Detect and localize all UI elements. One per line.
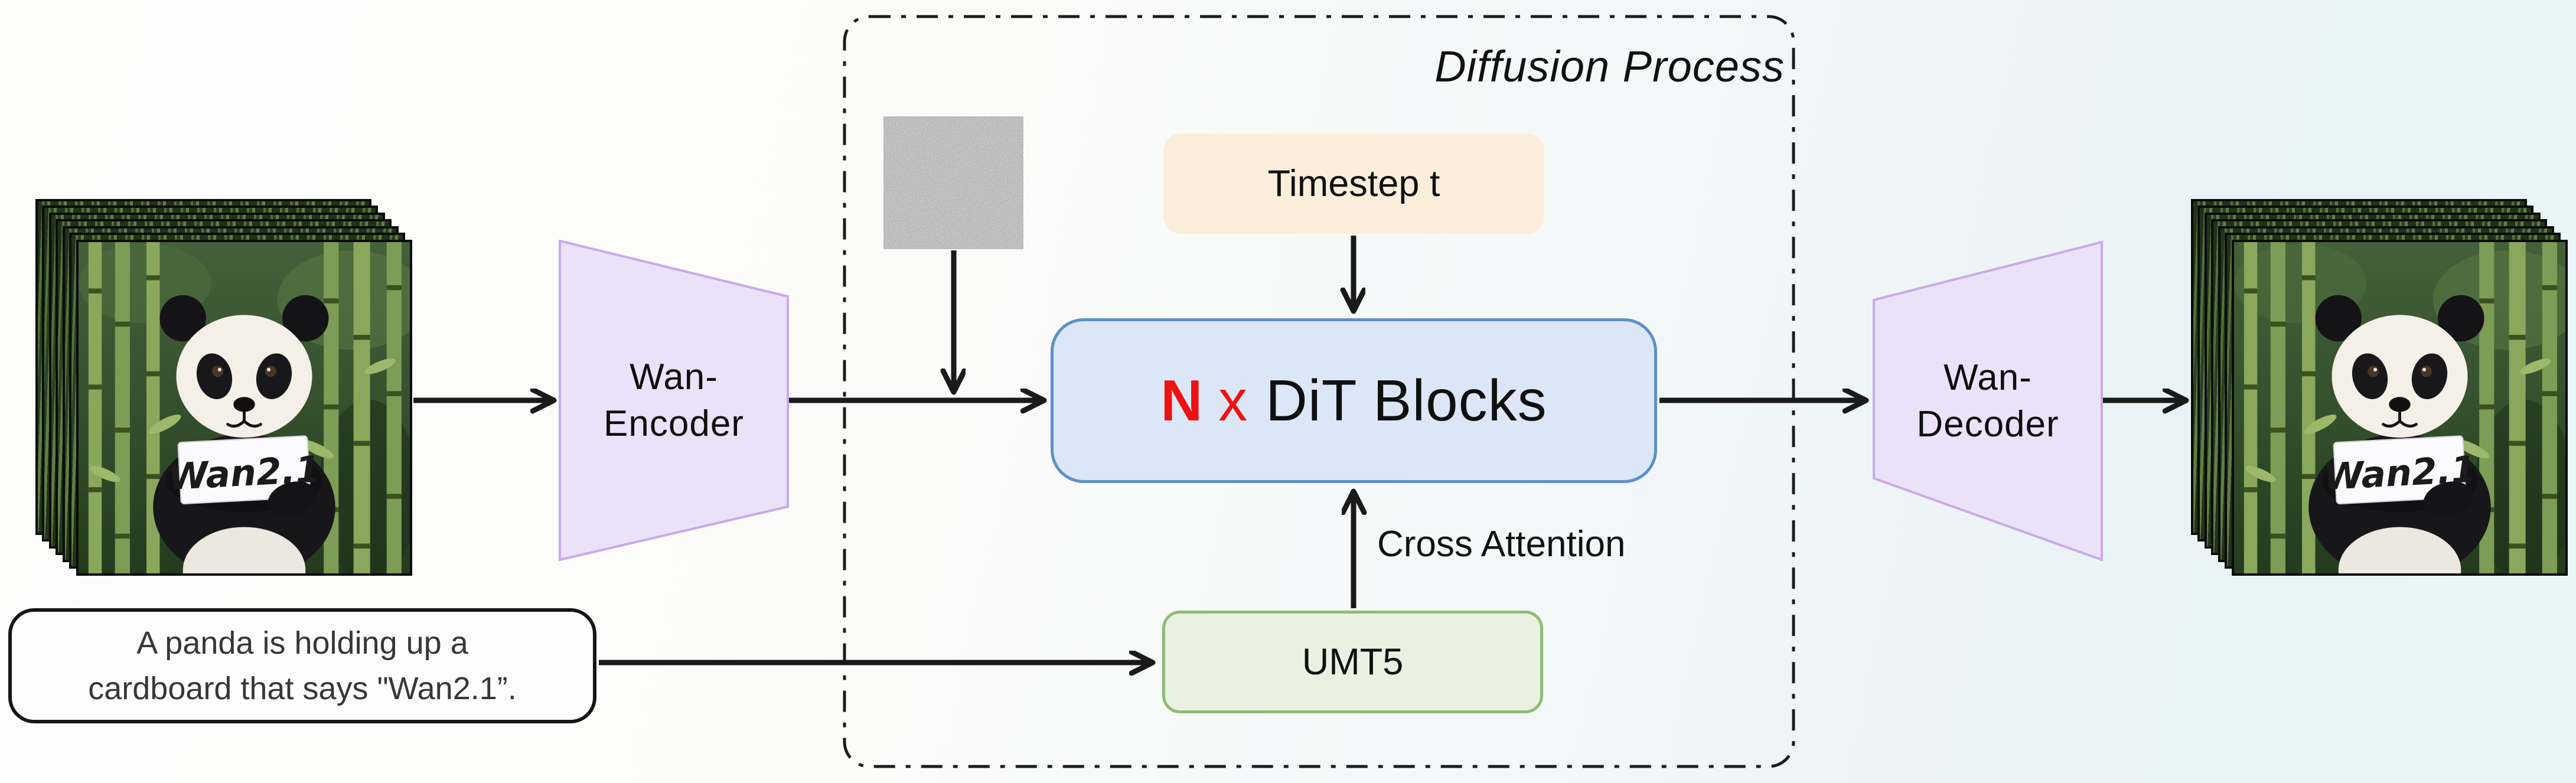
umt5-box: UMT5 (1162, 611, 1543, 713)
wan-decoder-block: Wan- Decoder (1873, 241, 2103, 561)
decoder-label-line2: Decoder (1916, 404, 2059, 445)
timestep-label: Timestep t (1267, 163, 1440, 204)
diffusion-process-label: Diffusion Process (1434, 42, 1785, 91)
panda-figure: Wan2.1 (2308, 295, 2491, 573)
panda-photo: Wan2.1 (76, 240, 412, 576)
timestep-box: Timestep t (1163, 133, 1544, 234)
output-video-frame-stack: Wan2.1 (2191, 199, 2569, 577)
prompt-line1: A panda is holding up a (136, 625, 468, 661)
diffusion-process-dashed-border (843, 15, 1795, 768)
bamboo-stalks (88, 242, 402, 573)
dit-times-symbol: x (1218, 368, 1248, 433)
decoder-trapezoid-shape (1873, 241, 2103, 561)
panda-illustration: Wan2.1 (2234, 242, 2565, 573)
decoder-label-line1: Wan- (1944, 357, 2032, 398)
decoder-label: Wan- Decoder (1873, 241, 2103, 561)
cross-attention-label: Cross Attention (1377, 524, 1626, 565)
umt5-label: UMT5 (1302, 641, 1404, 683)
encoder-trapezoid-shape (559, 240, 789, 561)
wan-encoder-block: Wan- Encoder (559, 240, 789, 561)
prompt-box: A panda is holding up a cardboard that s… (8, 608, 596, 723)
prompt-line2: cardboard that says "Wan2.1”. (88, 670, 517, 706)
noise-latent-image (883, 116, 1023, 249)
encoder-label-line1: Wan- (630, 356, 718, 397)
encoder-label: Wan- Encoder (559, 240, 789, 561)
panda-figure: Wan2.1 (153, 295, 335, 573)
panda-photo: Wan2.1 (2232, 240, 2568, 576)
panda-illustration: Wan2.1 (79, 242, 410, 573)
dit-blocks-box: N x DiT Blocks (1051, 318, 1657, 483)
dit-n-count: N (1160, 368, 1204, 433)
encoder-label-line2: Encoder (604, 403, 744, 444)
input-video-frame-stack: Wan2.1 (35, 199, 413, 577)
dit-label: DiT Blocks (1266, 368, 1547, 433)
